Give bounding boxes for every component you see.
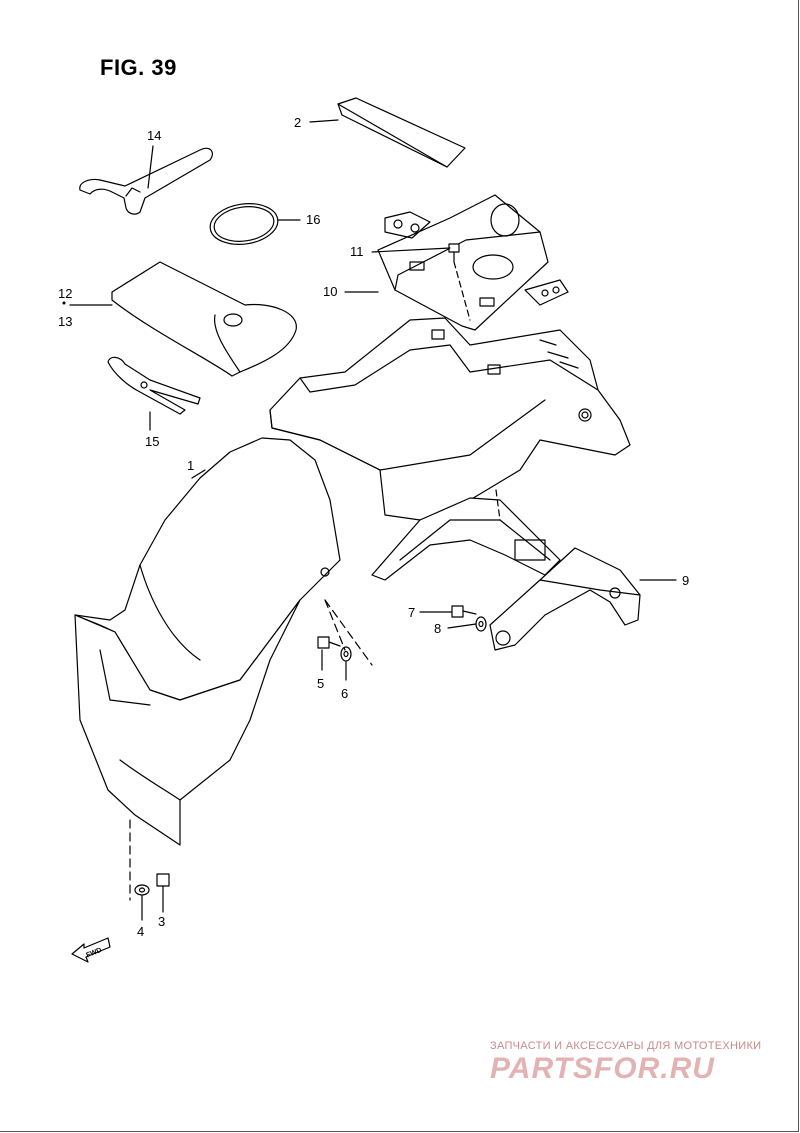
part-8-washer[interactable] xyxy=(475,616,487,632)
callout-4: 4 xyxy=(137,924,144,939)
part-16-band[interactable] xyxy=(208,199,281,248)
part-5-bolt[interactable] xyxy=(317,636,341,649)
fwd-arrow: FWD xyxy=(71,937,111,963)
part-9-rear-bracket[interactable] xyxy=(489,547,641,651)
part-10-seat-bracket[interactable] xyxy=(377,194,569,331)
callout-2: 2 xyxy=(294,115,301,130)
callout-9: 9 xyxy=(682,573,689,588)
part-6-washer[interactable] xyxy=(340,646,352,662)
part-14-spanner-wrench[interactable] xyxy=(79,147,213,215)
part-3-bolt[interactable] xyxy=(156,873,170,901)
callout-14: 14 xyxy=(147,128,161,143)
watermark-logo: PARTSFOR.RU xyxy=(490,1052,715,1085)
leader-lines xyxy=(69,119,677,921)
callout-dot xyxy=(62,301,66,305)
part-15-pliers[interactable] xyxy=(107,356,201,415)
part-4-washer[interactable] xyxy=(134,884,150,896)
part-2-label-strip[interactable] xyxy=(337,97,466,168)
callout-6: 6 xyxy=(341,686,348,701)
watermark-caption: ЗАПЧАСТИ И АКСЕССУАРЫ ДЛЯ МОТОТЕХНИКИ xyxy=(490,1040,762,1052)
figure-title: FIG. 39 xyxy=(100,55,177,80)
callout-3: 3 xyxy=(158,914,165,929)
part-12-tool-bag[interactable] xyxy=(111,261,297,377)
callout-10: 10 xyxy=(323,284,337,299)
callout-8: 8 xyxy=(434,621,441,636)
callout-15: 15 xyxy=(145,434,159,449)
rear-frame-body xyxy=(269,317,631,521)
part-7-bolt[interactable] xyxy=(451,605,477,618)
callout-12: 12 xyxy=(58,286,72,301)
callout-11: 11 xyxy=(350,244,364,259)
callout-7: 7 xyxy=(408,605,415,620)
callout-16: 16 xyxy=(306,212,320,227)
callout-1: 1 xyxy=(187,458,194,473)
callout-5: 5 xyxy=(317,676,324,691)
callout-labels: 2 14 16 11 10 12 13 15 1 9 7 8 5 6 4 3 xyxy=(58,115,689,939)
part-1-rear-fender[interactable] xyxy=(74,437,341,846)
callout-13: 13 xyxy=(58,314,72,329)
